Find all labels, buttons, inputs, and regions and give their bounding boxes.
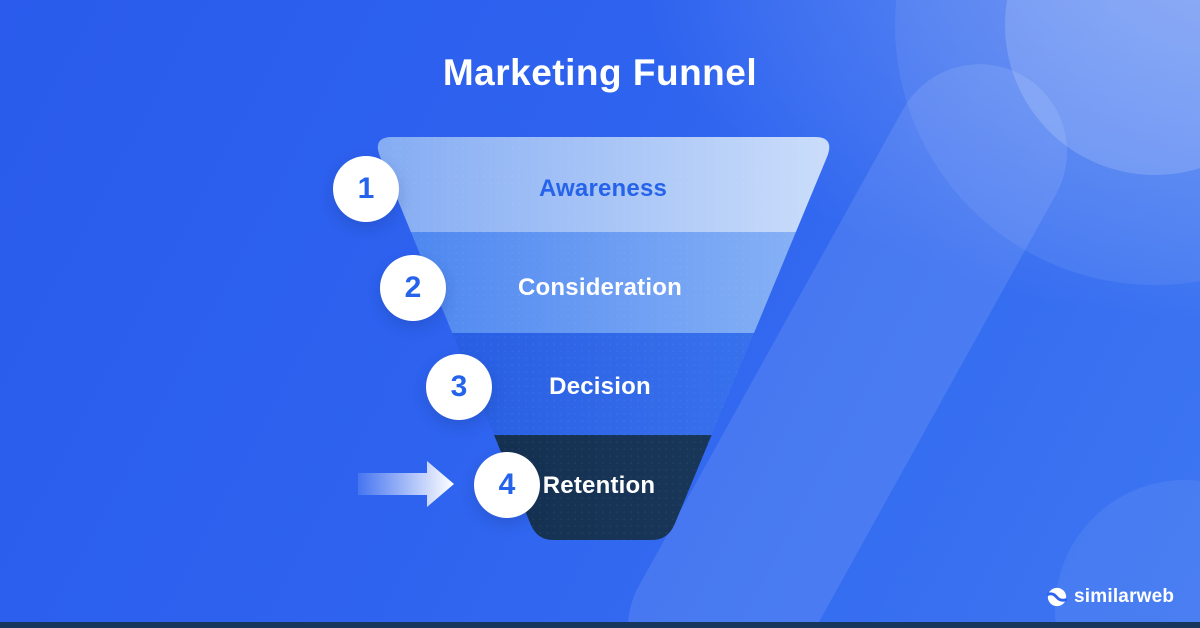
- brand-logo: similarweb: [1046, 586, 1174, 608]
- step-circle-4: 4: [474, 452, 540, 518]
- stage-label-decision: Decision: [549, 373, 651, 400]
- highlight-arrow-icon: [358, 461, 454, 507]
- step-circle-3: 3: [426, 354, 492, 420]
- brand-wordmark: similarweb: [1074, 586, 1175, 607]
- page-title: Marketing Funnel: [442, 52, 758, 93]
- step-number-1: 1: [357, 172, 375, 205]
- step-circle-1: 1: [333, 156, 399, 222]
- stage-label-retention: Retention: [542, 472, 656, 499]
- stage-label-consideration: Consideration: [518, 274, 682, 301]
- stage-label-awareness: Awareness: [538, 175, 668, 202]
- step-circle-2: 2: [380, 255, 446, 321]
- step-number-3: 3: [450, 370, 468, 403]
- similarweb-icon: [1046, 587, 1068, 607]
- bottom-accent-bar: [0, 622, 1200, 628]
- step-number-2: 2: [404, 271, 422, 304]
- step-number-4: 4: [498, 468, 516, 501]
